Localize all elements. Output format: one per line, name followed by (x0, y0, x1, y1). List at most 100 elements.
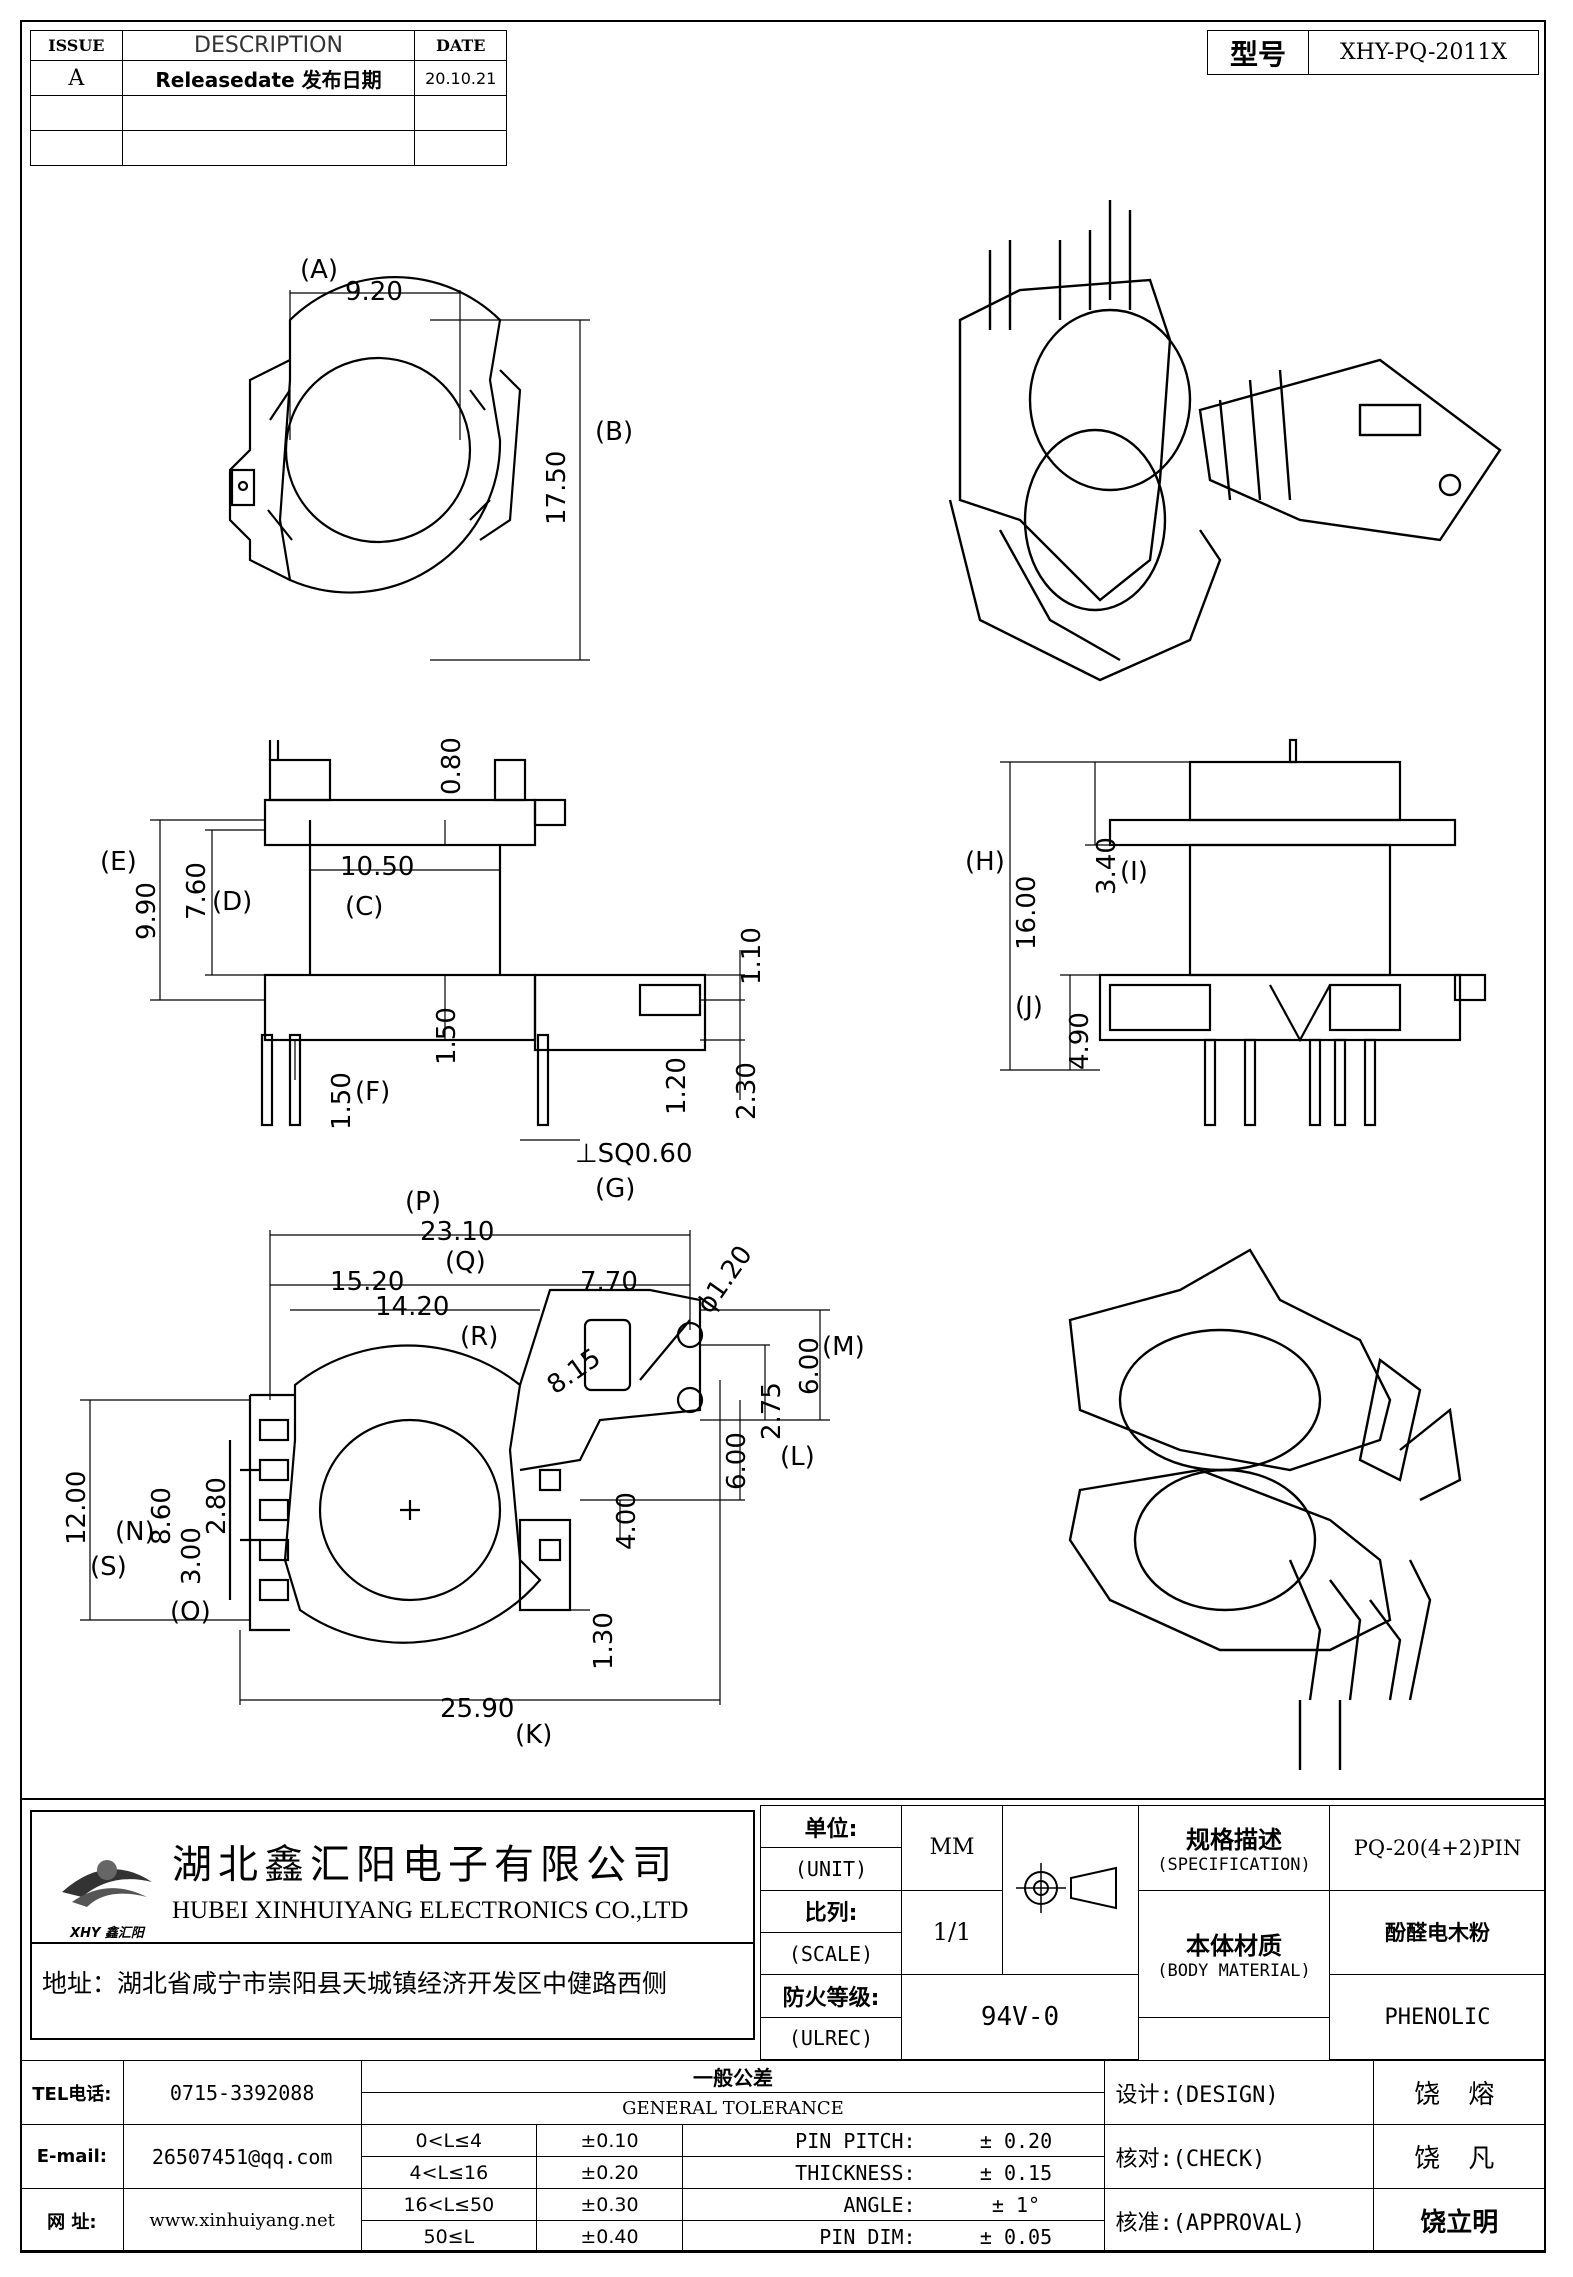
label-d: (D) (212, 887, 252, 917)
label-r: (R) (460, 1322, 498, 1352)
iso-view-top (948, 200, 1502, 682)
logo-text: XHY 鑫汇阳 (70, 1926, 144, 1941)
dim-l1: 2.75 (757, 1382, 787, 1440)
tol-item-3: PIN DIM: (681, 2220, 928, 2253)
scale-label-en: (SCALE) (760, 1931, 902, 1976)
dim-o: 3.00 (177, 1527, 207, 1585)
label-q: (Q) (445, 1247, 486, 1277)
tol-range-2: 16<L≤50 (360, 2188, 538, 2221)
label-c: (C) (345, 892, 383, 922)
dim-n: 8.60 (147, 1487, 177, 1545)
model-label: 型号 (1207, 30, 1309, 75)
tol-val-3: ± 0.05 (927, 2220, 1106, 2253)
tol-item-2: ANGLE: (681, 2188, 928, 2221)
dim-l2: 6.00 (722, 1432, 752, 1490)
ul-label-en: (ULREC) (760, 2016, 902, 2061)
dim-130: 1.30 (589, 1612, 619, 1670)
material-label: 本体材质 (1186, 1932, 1282, 1961)
company-box: XHY 鑫汇阳 湖北鑫汇阳电子有限公司 HUBEI XINHUIYANG ELE… (30, 1810, 755, 2040)
front-view (1000, 738, 1487, 1127)
tol-item-0: PIN PITCH: (681, 2124, 928, 2157)
dim-s4: 2.30 (732, 1062, 762, 1120)
dim-b: 17.50 (542, 451, 572, 525)
tel-value: 0715-3392088 (122, 2060, 362, 2125)
label-p: (P) (405, 1187, 441, 1217)
description-cell: Releasedate 发布日期 (121, 60, 416, 96)
dim-r: 14.20 (375, 1292, 449, 1322)
title-block-rule (20, 1798, 1546, 1800)
tol-value-3: ±0.40 (536, 2220, 683, 2253)
email-label: E-mail: (20, 2124, 124, 2189)
tol-range-0: 0<L≤4 (360, 2124, 538, 2157)
check-label: 核对:(CHECK) (1104, 2124, 1374, 2189)
dim-e: 9.90 (132, 882, 162, 940)
web-value: www.xinhuiyang.net (122, 2188, 362, 2253)
label-l: (L) (780, 1442, 815, 1472)
dim-top: 0.80 (437, 737, 467, 795)
design-value: 饶 熔 (1372, 2060, 1547, 2125)
spec-value: PQ-20(4+2)PIN (1329, 1805, 1546, 1891)
scale-label: 比列: (760, 1889, 902, 1933)
date-cell: 20.10.21 (414, 60, 507, 96)
label-b: (B) (595, 417, 633, 447)
label-a: (A) (300, 255, 338, 285)
tol-value-0: ±0.10 (536, 2124, 683, 2157)
check-value: 饶 凡 (1372, 2124, 1547, 2189)
ul-label: 防火等级: (760, 1974, 902, 2018)
description-header: DESCRIPTION (121, 30, 416, 61)
spec-table: 单位: MM 规格描述 (SPECIFICATION) PQ-20(4+2)PI… (760, 1804, 1546, 2061)
dim-s1: 1.50 (432, 1007, 462, 1065)
tol-item-1: THICKNESS: (681, 2156, 928, 2189)
email-value: 26507451@qq.com (122, 2124, 362, 2189)
company-address: 地址：湖北省咸宁市崇阳县天城镇经济开发区中健路西侧 (42, 1969, 668, 1998)
spec-label-en: (SPECIFICATION) (1157, 1855, 1311, 1876)
model-value: XHY-PQ-2011X (1308, 30, 1539, 75)
dim-j: 4.90 (1065, 1012, 1095, 1070)
dimension-labels: (A) 9.20 (B) 17.50 (E) 9.90 7.60 (D) 10.… (62, 255, 1148, 1750)
label-f: (F) (355, 1077, 390, 1107)
tol-val-2: ± 1° (927, 2188, 1106, 2221)
label-g: (G) (595, 1174, 635, 1204)
tol-value-2: ±0.30 (536, 2188, 683, 2221)
label-i: (I) (1120, 857, 1148, 887)
scale-value: 1/1 (901, 1889, 1003, 1976)
unit-label-en: (UNIT) (760, 1847, 902, 1891)
dim-pin: 7.70 (580, 1267, 638, 1297)
dim-p: 23.10 (420, 1217, 494, 1247)
tolerance-title-en: GENERAL TOLERANCE (360, 2092, 1106, 2125)
dim-f: 1.50 (327, 1072, 357, 1130)
unit-value: MM (901, 1805, 1003, 1891)
label-m: (M) (822, 1332, 865, 1362)
dim-i: 3.40 (1092, 837, 1122, 895)
dim-hole: ϕ1.20 (691, 1240, 759, 1319)
dim-d: 7.60 (182, 862, 212, 920)
tel-label: TEL电话: (20, 2060, 124, 2125)
label-n: (N) (115, 1517, 155, 1547)
dim-q: 15.20 (330, 1267, 404, 1297)
company-logo: XHY 鑫汇阳 (52, 1842, 162, 1941)
dim-m: 6.00 (795, 1337, 825, 1395)
top-view (228, 276, 590, 661)
projection-symbol (1002, 1804, 1139, 1976)
spec-label: 规格描述 (1186, 1826, 1282, 1855)
dim-a: 9.20 (345, 277, 403, 307)
label-s: (S) (90, 1552, 127, 1582)
date-header: DATE (414, 30, 507, 61)
tol-val-0: ± 0.20 (927, 2124, 1106, 2157)
dim-n2: 2.80 (202, 1477, 232, 1535)
bottom-view (80, 1230, 830, 1705)
dim-h: 16.00 (1012, 876, 1042, 950)
dim-400: 4.00 (612, 1492, 642, 1550)
company-name-cn: 湖北鑫汇阳电子有限公司 (172, 1842, 678, 1888)
approval-value: 饶立明 (1372, 2188, 1547, 2253)
dim-s: 12.00 (62, 1471, 92, 1545)
design-label: 设计:(DESIGN) (1104, 2060, 1374, 2125)
label-j: (J) (1015, 992, 1043, 1022)
dim-g: ⊥SQ0.60 (575, 1139, 693, 1169)
model-box: 型号 XHY-PQ-2011X (1207, 30, 1539, 75)
dim-s3: 1.20 (662, 1057, 692, 1115)
label-k: (K) (515, 1720, 552, 1750)
approval-label: 核准:(APPROVAL) (1104, 2188, 1374, 2253)
tol-val-1: ± 0.15 (927, 2156, 1106, 2189)
material-value-cn: 酚醛电木粉 (1329, 1889, 1546, 1976)
